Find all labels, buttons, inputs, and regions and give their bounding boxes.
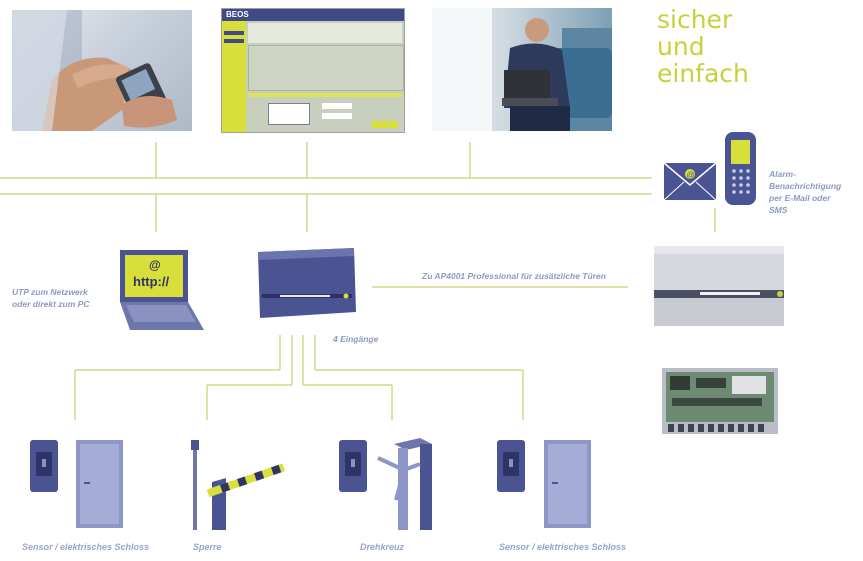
photo-phone-hands	[12, 10, 192, 131]
caption-door-2: Sensor / elektrisches Schloss	[499, 542, 627, 552]
headline-line-3: einfach	[657, 59, 749, 88]
headline: sicher und einfach	[657, 6, 749, 87]
headline-line-1: sicher	[657, 5, 733, 34]
inputs-label: 4 Eingänge	[333, 334, 379, 344]
browser-at-symbol: @	[149, 258, 161, 272]
alarm-notification-label: Alarm- Benachrichtigung per E-Mail oder …	[769, 169, 842, 215]
headline-line-2: und	[657, 32, 705, 61]
beos-software-screenshot: BEOS	[221, 8, 405, 133]
expansion-label: Zu AP4001 Professional für zusätzliche T…	[422, 271, 606, 281]
utp-label: UTP zum Netzwerk oder direkt zum PC	[12, 287, 90, 309]
caption-barrier: Sperre	[193, 542, 222, 552]
beos-logo: BEOS	[226, 10, 249, 19]
browser-url-text: http://	[133, 274, 170, 289]
caption-turnstile: Drehkreuz	[360, 542, 405, 552]
caption-door-1: Sensor / elektrisches Schloss	[22, 542, 150, 552]
photo-man-laptop	[432, 8, 612, 131]
